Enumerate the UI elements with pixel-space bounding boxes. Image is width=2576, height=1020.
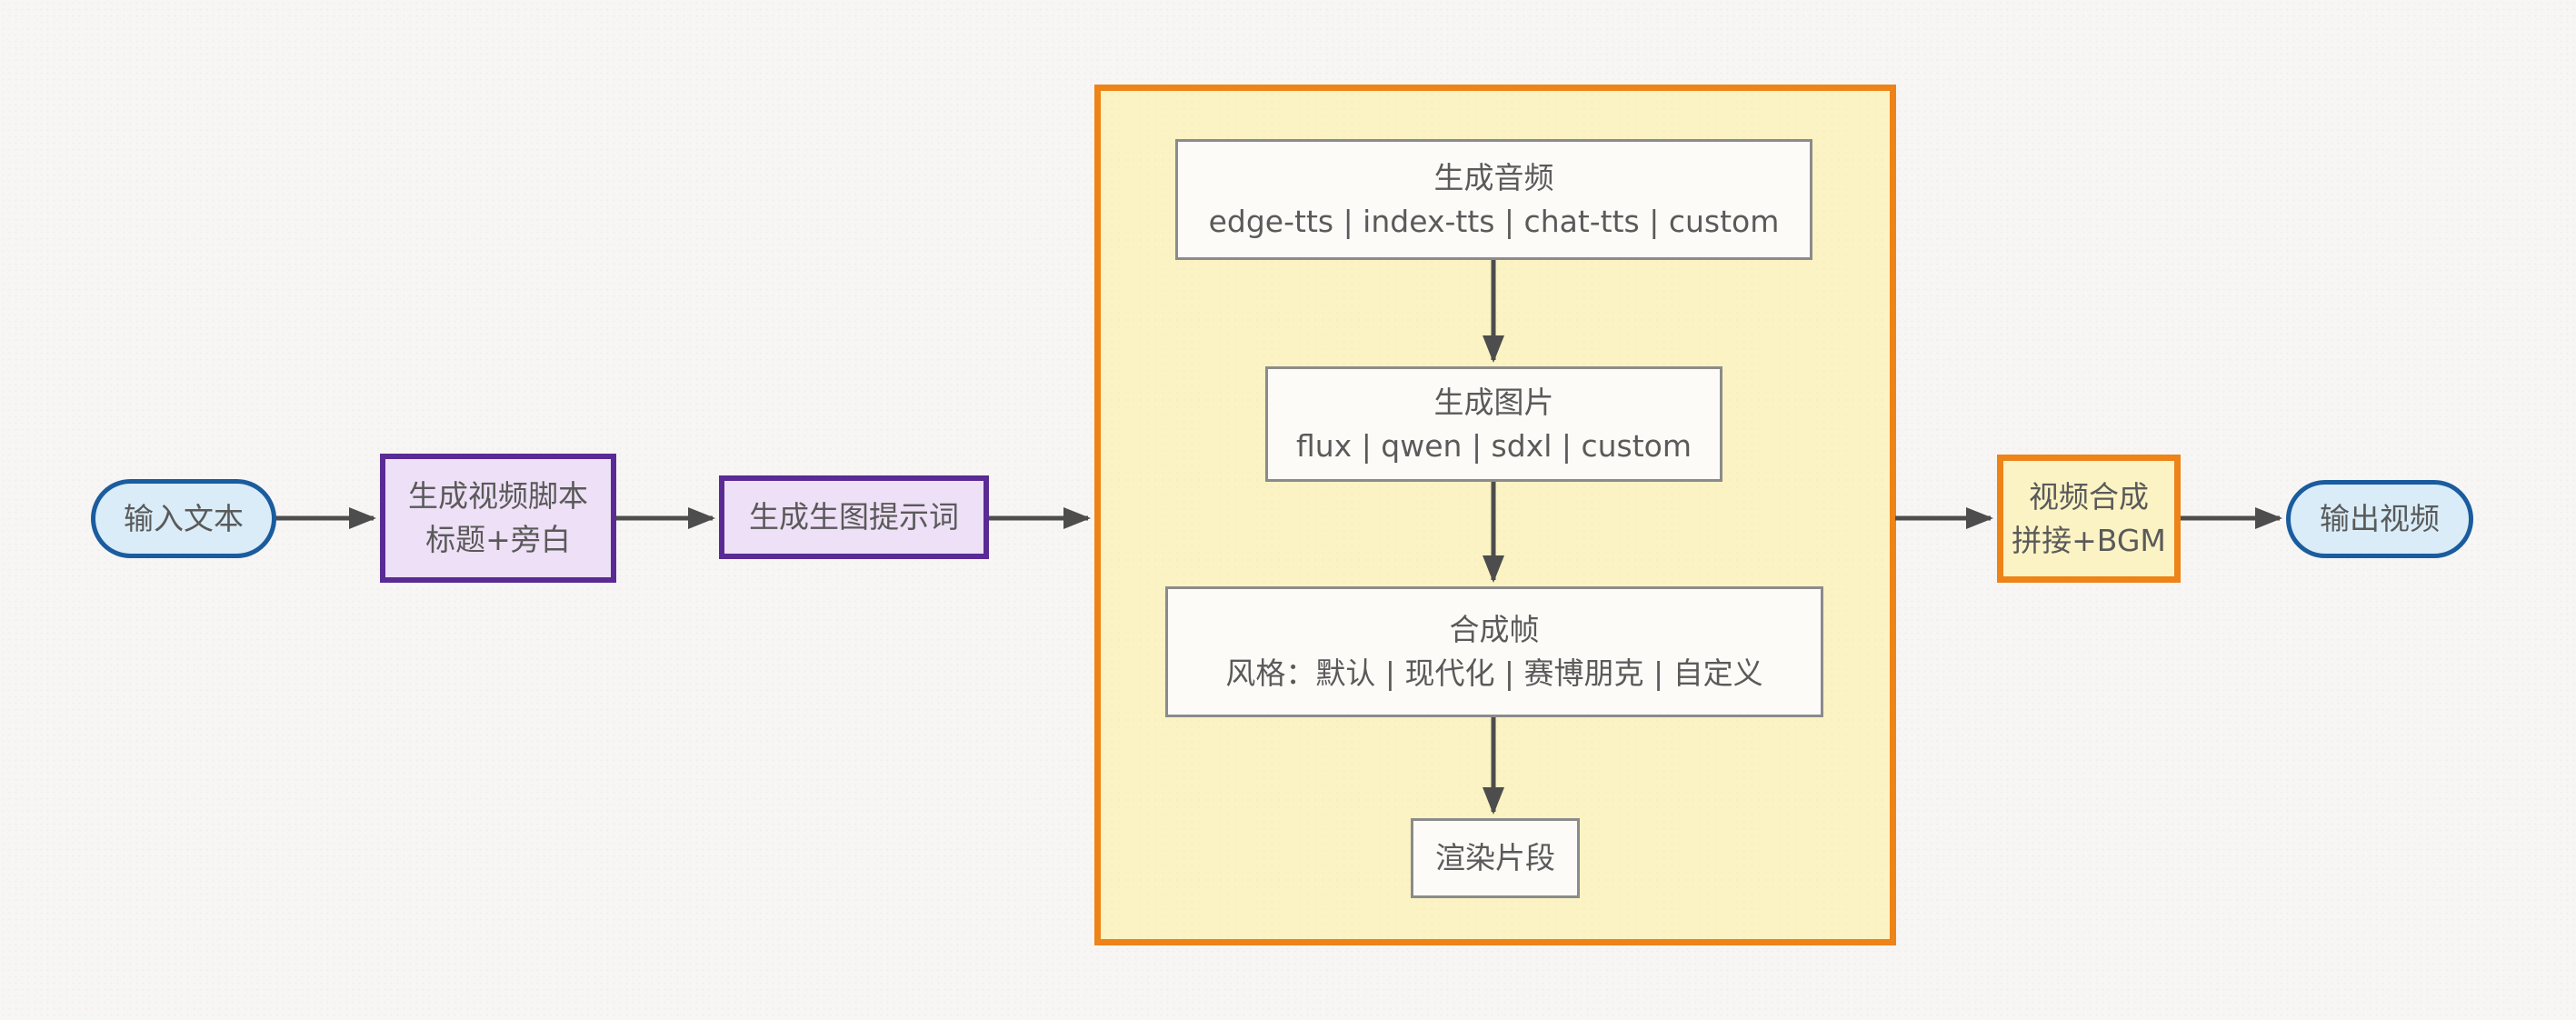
generate-script-label-line1: 生成视频脚本 [408,478,588,515]
generate-audio-node: 生成音频 edge-tts | index-tts | chat-tts | c… [1175,139,1812,260]
generate-image-node: 生成图片 flux | qwen | sdxl | custom [1265,366,1722,482]
compose-frame-node: 合成帧 风格：默认 | 现代化 | 赛博朋克 | 自定义 [1165,586,1823,717]
video-merge-label-line2: 拼接+BGM [2012,522,2166,558]
generate-audio-label-line2: edge-tts | index-tts | chat-tts | custom [1208,203,1780,239]
output-video-label: 输出视频 [2320,501,2440,537]
render-clip-label: 渲染片段 [1435,840,1555,876]
video-merge-label-line1: 视频合成 [2029,478,2149,515]
generate-audio-label-line1: 生成音频 [1433,159,1554,195]
video-merge-node: 视频合成 拼接+BGM [1997,455,2181,583]
output-video-node: 输出视频 [2286,480,2473,558]
compose-frame-label-line2: 风格：默认 | 现代化 | 赛博朋克 | 自定义 [1225,655,1763,691]
generate-image-prompt-label: 生成生图提示词 [749,499,959,535]
input-text-node: 输入文本 [91,479,276,558]
generate-image-label-line2: flux | qwen | sdxl | custom [1295,427,1692,464]
generate-script-node: 生成视频脚本 标题+旁白 [380,454,616,583]
input-text-label: 输入文本 [124,500,244,536]
compose-frame-label-line1: 合成帧 [1449,612,1540,648]
generate-image-prompt-node: 生成生图提示词 [719,475,989,559]
generate-image-label-line1: 生成图片 [1433,384,1554,420]
render-clip-node: 渲染片段 [1411,818,1580,898]
generate-script-label-line2: 标题+旁白 [425,522,571,557]
